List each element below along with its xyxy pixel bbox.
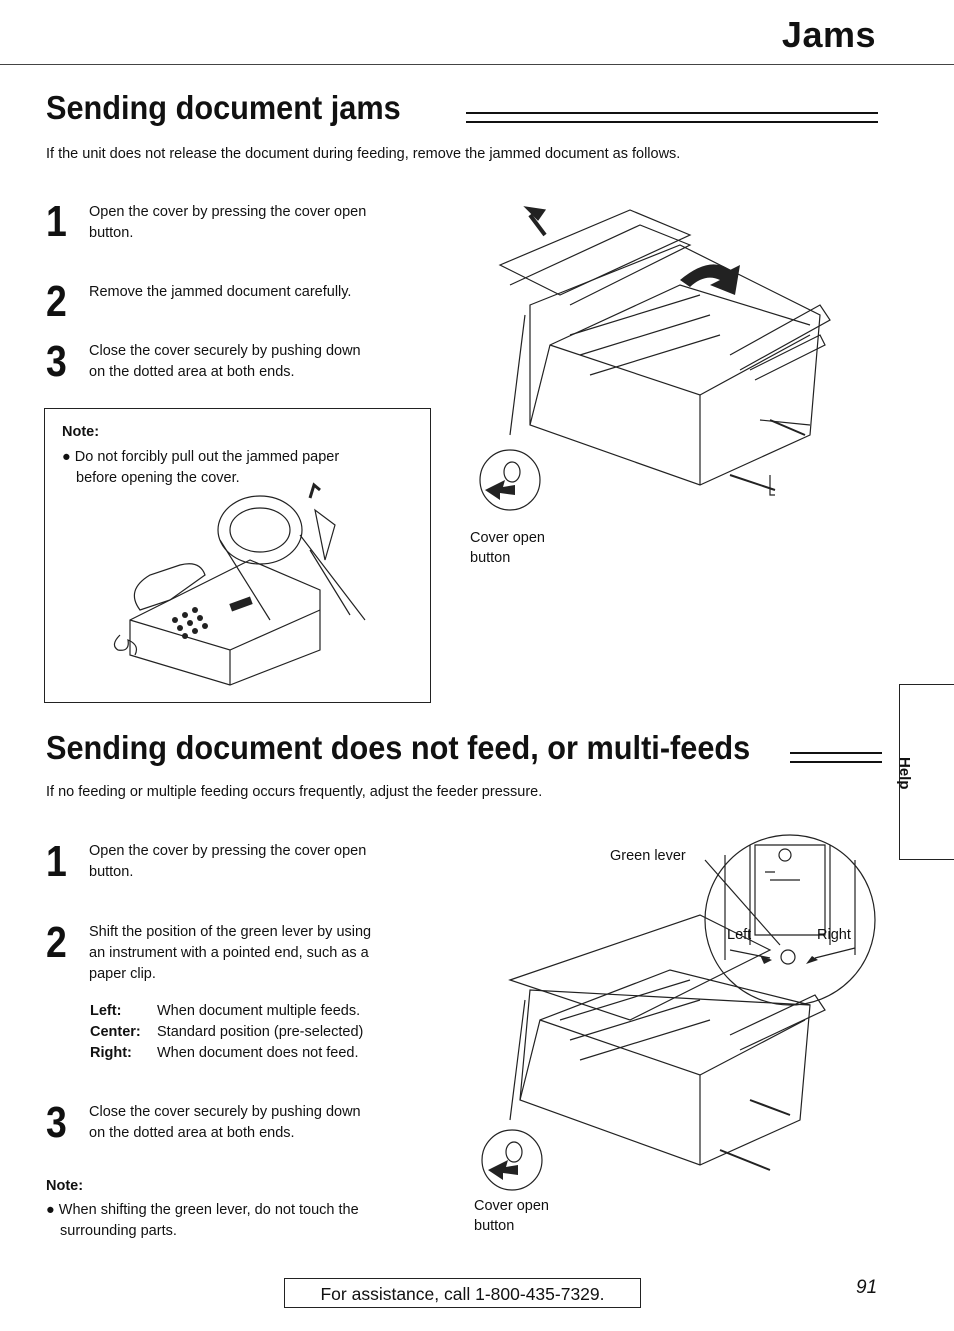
step-line: an instrument with a pointed end, such a…: [89, 945, 369, 961]
step-text: Open the cover by pressing the cover ope…: [89, 841, 366, 883]
step-line: on the dotted area at both ends.: [89, 1125, 295, 1141]
position-row: Left:When document multiple feeds.: [90, 1003, 361, 1019]
position-row: Center:Standard position (pre-selected): [90, 1024, 364, 1040]
section-title-feed-problems: Sending document does not feed, or multi…: [46, 729, 751, 766]
section1-intro: If the unit does not release the documen…: [46, 146, 681, 162]
step-line: Close the cover securely by pushing down: [89, 343, 361, 359]
page-header-title: Jams: [781, 14, 876, 55]
step-line: Remove the jammed document carefully.: [89, 284, 352, 300]
step-number: 1: [46, 197, 67, 246]
bullet-icon: ●: [62, 449, 71, 465]
step-number: 2: [46, 918, 67, 967]
step-line: Open the cover by pressing the cover ope…: [89, 204, 367, 220]
left-position-label: Left: [727, 927, 752, 943]
step-text: Open the cover by pressing the cover ope…: [89, 202, 366, 244]
step-line: Shift the position of the green lever by…: [89, 924, 372, 940]
step-number: 2: [46, 277, 67, 326]
step-text: Close the cover securely by pushing down…: [89, 1102, 361, 1144]
section2-intro: If no feeding or multiple feeding occurs…: [46, 784, 543, 800]
step-line: button.: [89, 225, 134, 241]
assistance-footer: For assistance, call 1-800-435-7329.: [284, 1278, 641, 1308]
note-text: ● Do not forcibly pull out the jammed pa…: [62, 449, 340, 486]
lever-position-list: Left:When document multiple feeds. Cente…: [90, 1001, 363, 1064]
step-text: Close the cover securely by pushing down…: [89, 341, 361, 383]
step-number: 1: [46, 837, 67, 886]
note-label: Note:: [62, 424, 100, 440]
step-text: Shift the position of the green lever by…: [89, 922, 371, 985]
step-line: Open the cover by pressing the cover ope…: [89, 843, 367, 859]
title-decor-lines: [466, 112, 878, 123]
step-line: Close the cover securely by pushing down: [89, 1104, 361, 1120]
step-number: 3: [46, 337, 67, 386]
right-position-label: Right: [817, 927, 851, 943]
step-line: button.: [89, 864, 134, 880]
note-text: ● When shifting the green lever, do not …: [46, 1202, 359, 1239]
position-row: Right:When document does not feed.: [90, 1045, 359, 1061]
help-tab-label: Help: [896, 757, 913, 790]
feeder-lever-illustration: [470, 830, 880, 1200]
bullet-icon: ●: [46, 1202, 55, 1218]
fax-open-cover-illustration: [470, 195, 850, 505]
cover-open-button-caption: Cover open button: [474, 1198, 549, 1234]
green-lever-label: Green lever: [610, 848, 686, 864]
help-side-tab[interactable]: [899, 684, 954, 860]
page-number: 91: [856, 1277, 878, 1298]
fax-machine-hand-illustration: [110, 480, 380, 690]
header-divider: [0, 64, 954, 65]
cover-open-button-caption: Cover open button: [470, 530, 545, 566]
step-text: Remove the jammed document carefully.: [89, 282, 351, 303]
note-label: Note:: [46, 1178, 84, 1194]
note-box: [44, 408, 431, 703]
step-number: 3: [46, 1098, 67, 1147]
step-line: on the dotted area at both ends.: [89, 364, 295, 380]
title-decor-lines: [790, 752, 882, 763]
section-title-sending-document-jams: Sending document jams: [46, 89, 401, 126]
step-line: paper clip.: [89, 966, 156, 982]
